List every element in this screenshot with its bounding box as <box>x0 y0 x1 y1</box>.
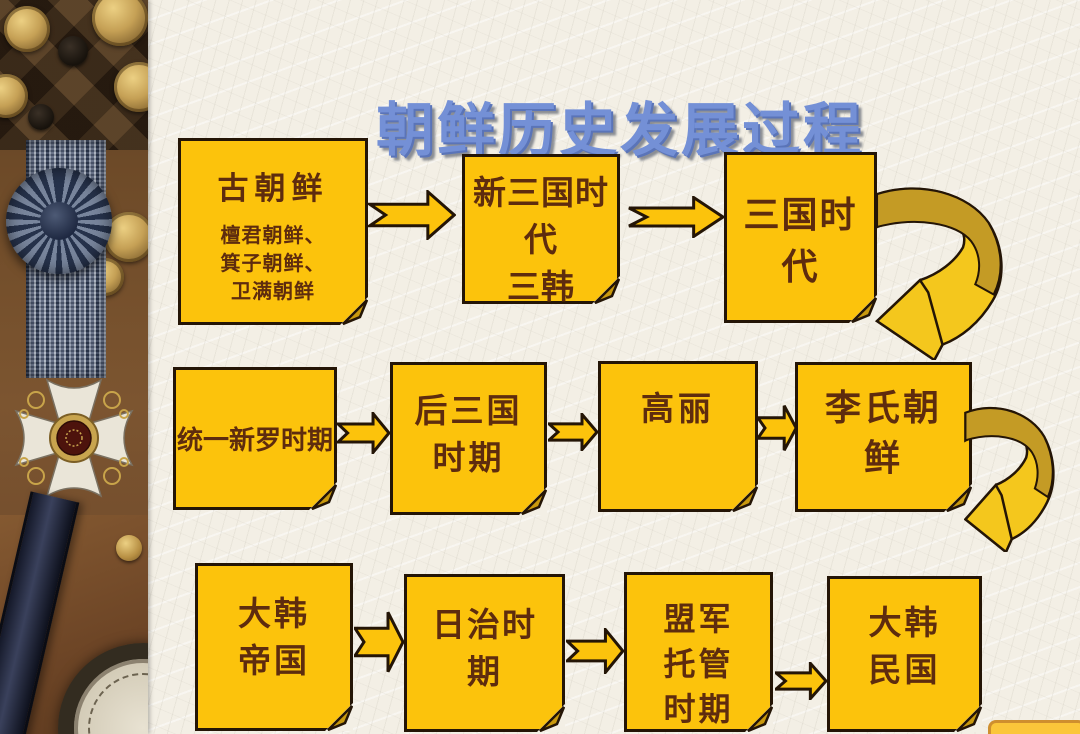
flow-arrow-icon <box>548 413 598 451</box>
note-box-text: 盟军 托管 时期 <box>663 601 734 727</box>
note-box-text: 高丽 <box>641 392 715 428</box>
note-box-lishi-chaoxian: 李氏朝 鲜 <box>795 362 972 512</box>
note-box-text: 后三国 时期 <box>414 394 523 477</box>
note-box-gu-chaoxian: 古朝鲜 檀君朝鲜、 箕子朝鲜、 卫满朝鲜 <box>178 138 368 325</box>
folded-corner-icon <box>849 295 877 323</box>
checker-coin-icon <box>4 6 50 52</box>
flow-arrow-icon <box>627 196 725 238</box>
note-box-gaoli: 高丽 <box>598 361 758 512</box>
note-box-text: 新三国时 代 三韩 <box>473 176 609 306</box>
folded-corner-icon <box>730 484 758 512</box>
note-box-text: 统一新罗时期 <box>176 426 333 455</box>
folded-corner-icon <box>309 482 337 510</box>
folded-corner-icon <box>745 704 773 732</box>
slide-action-button[interactable] <box>988 720 1080 734</box>
note-box-text: 大韩 民国 <box>868 606 941 689</box>
note-box-mengjun-tuoguan: 盟军 托管 时期 <box>624 572 773 732</box>
note-box-subtext: 檀君朝鲜、 箕子朝鲜、 卫满朝鲜 <box>220 225 326 303</box>
note-box-rizhi-shiqi: 日治时 期 <box>404 574 565 732</box>
wood-background <box>0 491 148 734</box>
checker-coin-icon <box>92 0 148 46</box>
note-box-dahan-diguo: 大韩 帝国 <box>195 563 353 731</box>
flow-arrow-icon <box>757 404 797 452</box>
flow-arrow-icon <box>775 662 827 700</box>
note-box-xin-sanguo: 新三国时 代 三韩 <box>462 154 620 306</box>
flow-arrow-icon <box>566 628 624 674</box>
note-box-text: 李氏朝 鲜 <box>824 388 942 479</box>
note-box-text: 三国时 代 <box>743 195 858 288</box>
folded-corner-icon <box>954 704 982 732</box>
note-box-title: 古朝鲜 <box>217 171 329 206</box>
checker-piece-icon <box>58 36 88 66</box>
curved-arrow-icon <box>964 406 1058 552</box>
note-box-text: 大韩 帝国 <box>238 597 310 680</box>
checker-piece-icon <box>28 104 54 130</box>
curved-arrow-icon <box>875 186 1008 360</box>
note-box-sanguo-shidai: 三国时 代 <box>724 152 877 323</box>
maltese-cross-icon <box>15 378 133 497</box>
folded-corner-icon <box>519 487 547 515</box>
checker-coin-icon <box>114 62 148 112</box>
folded-corner-icon <box>944 484 972 512</box>
folded-corner-icon <box>537 704 565 732</box>
note-box-dahan-minguo: 大韩 民国 <box>827 576 982 732</box>
flow-arrow-icon <box>354 610 404 674</box>
photo-strip <box>0 0 148 734</box>
compass-icon <box>58 643 148 734</box>
brass-button-icon <box>116 535 142 561</box>
folded-corner-icon <box>592 276 620 304</box>
flow-arrow-icon <box>337 412 390 454</box>
note-box-text: 日治时 期 <box>432 608 537 691</box>
note-box-tongyi-xinluo: 统一新罗时期 <box>173 367 337 510</box>
rosette-icon <box>6 168 112 274</box>
folded-corner-icon <box>340 297 368 325</box>
note-box-hou-sanguo: 后三国 时期 <box>390 362 547 515</box>
folded-corner-icon <box>325 703 353 731</box>
flow-arrow-icon <box>368 190 456 240</box>
rosette-center <box>40 202 78 240</box>
